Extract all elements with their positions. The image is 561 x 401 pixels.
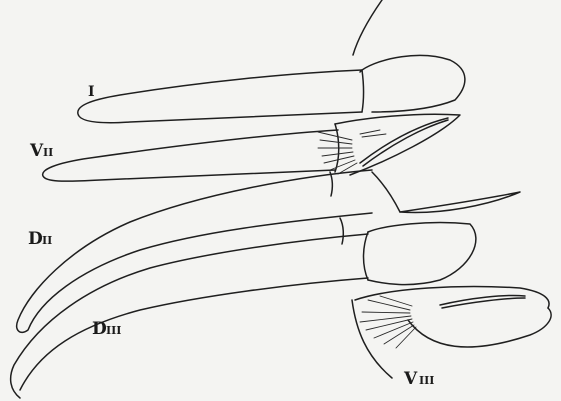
label-D-II-sub: II [42,234,52,247]
appendage-V-II [43,114,460,181]
label-D-II-main: D [28,229,43,249]
label-V-III-sub: III [419,374,434,387]
label-I: I [88,84,95,100]
appendage-I [78,55,465,122]
label-V-II-sub: II [43,146,53,159]
label-V-II-main: V [29,141,44,161]
label-D-III-sub: III [106,324,121,337]
label-D-III-main: D [92,319,107,339]
appendage-V-III [355,287,551,349]
label-V-III-main: V [403,369,418,389]
